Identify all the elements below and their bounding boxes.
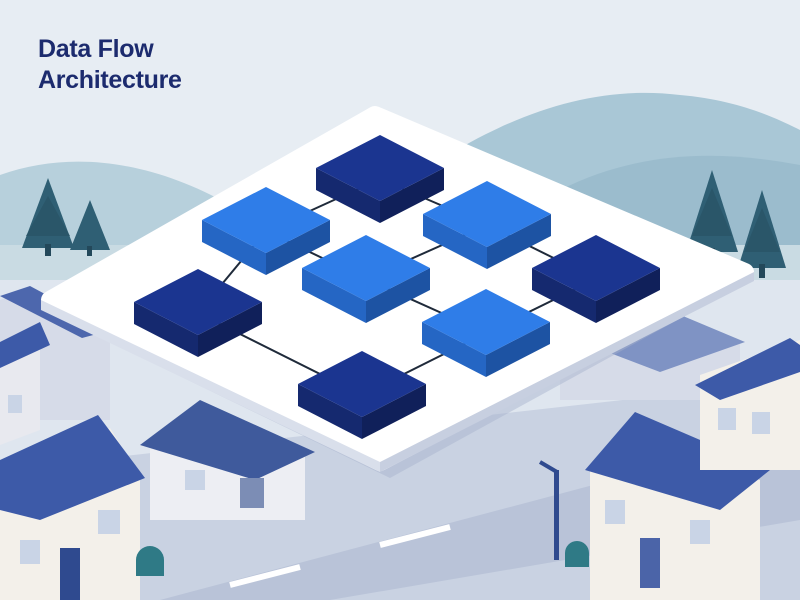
node-right xyxy=(532,235,660,323)
node-side-left xyxy=(316,168,380,223)
node-side-left xyxy=(532,268,596,323)
node-side-right xyxy=(380,168,444,223)
shrub xyxy=(565,541,589,567)
node-side-left xyxy=(202,220,266,275)
node-top-face xyxy=(316,135,444,201)
node-top-face xyxy=(202,187,330,253)
title-line-1: Data Flow xyxy=(38,35,154,63)
node-top-face xyxy=(423,181,551,247)
node-side-left xyxy=(422,322,486,377)
node-left xyxy=(134,269,262,357)
node-top-face xyxy=(298,351,426,417)
house-icon xyxy=(695,338,800,470)
node-top-face xyxy=(532,235,660,301)
node-side-right xyxy=(362,384,426,439)
node-side-right xyxy=(266,220,330,275)
node-top-face xyxy=(302,235,430,301)
node-side-right xyxy=(198,302,262,357)
node-center xyxy=(302,235,430,323)
house-icon xyxy=(140,400,315,520)
diagram-nodes xyxy=(134,135,660,439)
node-side-left xyxy=(302,268,366,323)
node-top-face xyxy=(422,289,550,355)
node-upper-right xyxy=(423,181,551,269)
house-icon xyxy=(585,412,770,600)
node-side-right xyxy=(486,322,550,377)
node-side-left xyxy=(298,384,362,439)
pine-tree-icon xyxy=(22,178,74,256)
node-lower-right xyxy=(422,289,550,377)
node-upper-left xyxy=(202,187,330,275)
node-side-right xyxy=(366,268,430,323)
street-lamp-icon xyxy=(538,460,559,560)
pine-tree-icon xyxy=(738,190,786,278)
house-icon xyxy=(0,322,50,445)
title-line-2: Architecture xyxy=(38,66,182,94)
house-icon xyxy=(0,415,145,600)
page-title: Data Flow Architecture xyxy=(38,34,182,96)
node-side-left xyxy=(134,302,198,357)
node-side-right xyxy=(487,214,551,269)
node-side-right xyxy=(596,268,660,323)
node-top-face xyxy=(134,269,262,335)
shrub xyxy=(136,546,164,576)
node-top xyxy=(316,135,444,223)
pine-tree-icon xyxy=(70,200,110,256)
node-side-left xyxy=(423,214,487,269)
node-bottom xyxy=(298,351,426,439)
